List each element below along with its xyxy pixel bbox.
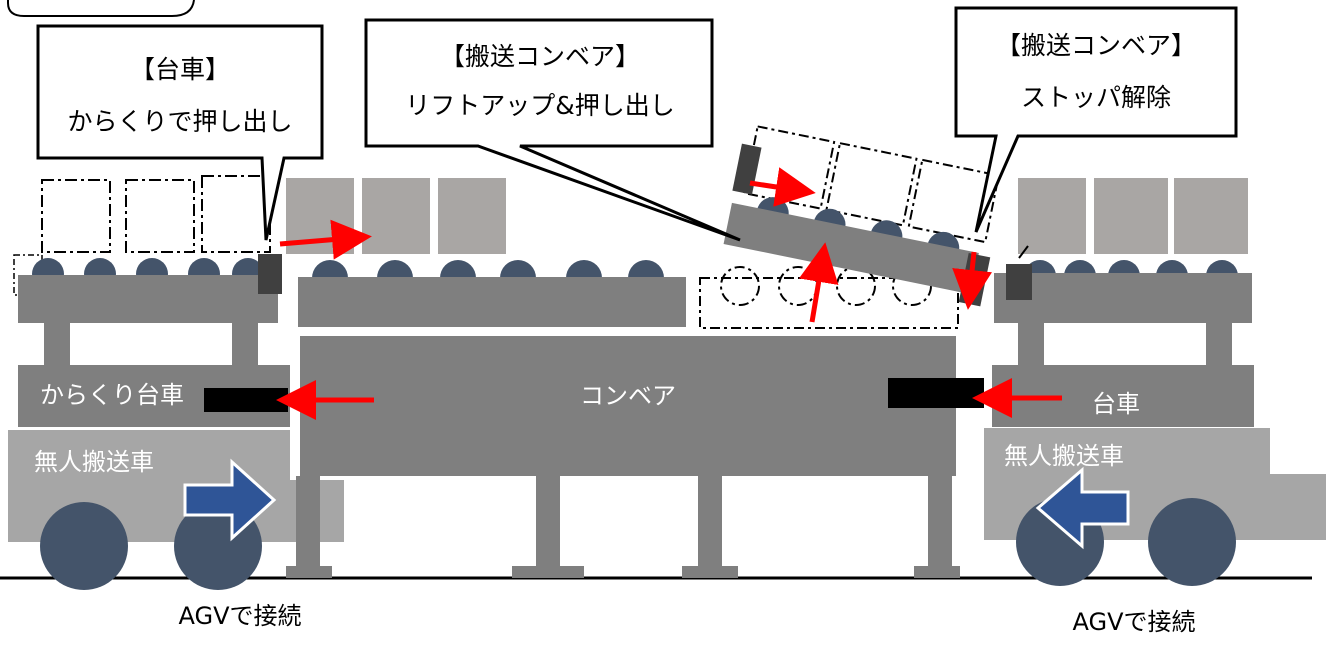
caption-right: AGVで接続 [1072, 608, 1195, 636]
lift-stopper-left [732, 143, 762, 195]
left-stopper [258, 254, 282, 294]
callout-right-line1: 【搬送コンベア】 [996, 31, 1196, 60]
caption-left: AGVで接続 [178, 602, 301, 630]
left-cart [13, 175, 290, 427]
arrow-lift-up [798, 242, 839, 323]
callout-middle-line2: リフトアップ&押し出し [405, 91, 675, 120]
arrow-lift-push [749, 167, 816, 207]
callout-right-line2: ストッパ解除 [1021, 83, 1171, 112]
conveyor-label: コンベア [580, 382, 676, 410]
right-cart [992, 178, 1254, 427]
left-cart-label: からくり台車 [40, 381, 184, 409]
lift-section-raised [723, 125, 1000, 307]
callout-left-line2: からくりで押し出し [67, 107, 292, 136]
arrow-stopper-down [952, 251, 992, 310]
right-agv-arrow [1035, 466, 1130, 550]
callout-right-box [954, 6, 1238, 233]
callout-middle-box [364, 18, 741, 242]
red-arrows [276, 167, 1062, 420]
left-pusher [204, 388, 288, 412]
top-left-frame [7, 0, 195, 17]
conveyor-pusher [888, 378, 984, 408]
callout-left-box [36, 24, 324, 241]
left-agv-label: 無人搬送車 [34, 448, 154, 476]
callout-middle-line1: 【搬送コンベア】 [440, 42, 640, 71]
arrow-left-push [279, 219, 372, 260]
left-agv-arrow [183, 458, 277, 542]
right-stopper [1006, 264, 1032, 300]
right-agv-label: 無人搬送車 [1004, 442, 1124, 470]
right-cart-label: 台車 [1092, 390, 1140, 418]
center-conveyor [286, 178, 984, 578]
callout-left-line1: 【台車】 [130, 55, 230, 84]
